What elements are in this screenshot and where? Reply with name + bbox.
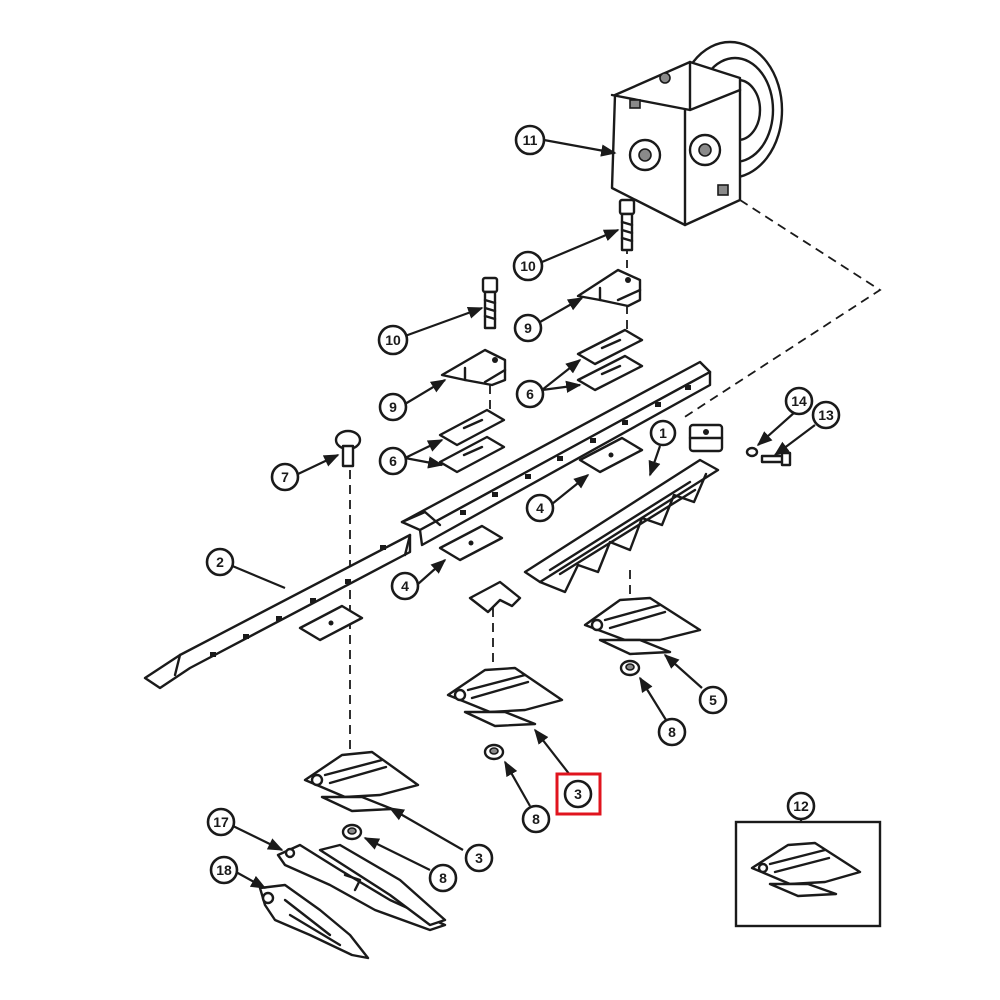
callout-6-lower: 6 (378, 446, 408, 476)
bolt-upper (618, 198, 636, 252)
callout-3-lower: 3 (464, 843, 494, 873)
guard-casting (258, 883, 370, 960)
carriage-bolt (334, 429, 362, 468)
guard-right (583, 596, 702, 656)
hold-down-clip-upper (576, 268, 642, 308)
svg-text:17: 17 (213, 814, 229, 830)
callout-10-lower: 10 (377, 324, 409, 356)
inset-box (734, 820, 882, 928)
svg-text:5: 5 (709, 692, 717, 708)
cutter-bar-angle (143, 360, 712, 690)
svg-text:4: 4 (401, 578, 409, 594)
callout-9-upper: 9 (513, 313, 543, 343)
shim-pair-upper (576, 328, 644, 392)
callout-9-lower: 9 (378, 392, 408, 422)
callout-5: 5 (698, 685, 728, 715)
svg-text:3: 3 (475, 850, 483, 866)
wear-plate-middle (438, 524, 504, 562)
shim-pair-lower (438, 408, 506, 474)
gearbox-housing (610, 40, 784, 227)
callout-1: 1 (649, 419, 677, 447)
leader-lines (229, 138, 816, 889)
nut-middle (483, 743, 505, 761)
wear-plate-right (578, 436, 644, 474)
guard-lower (303, 750, 420, 813)
callout-7: 7 (270, 462, 300, 492)
svg-text:8: 8 (532, 811, 540, 827)
knife-assembly (523, 423, 724, 594)
highlight-box (555, 772, 602, 816)
callout-14: 14 (784, 386, 814, 416)
callout-4-left: 4 (390, 571, 420, 601)
svg-text:10: 10 (385, 332, 401, 348)
callout-10-upper: 10 (512, 250, 544, 282)
svg-text:8: 8 (668, 724, 676, 740)
callout-8-middle: 8 (521, 804, 551, 834)
callout-6-upper: 6 (515, 379, 545, 409)
callout-4-right: 4 (525, 493, 555, 523)
svg-text:6: 6 (389, 453, 397, 469)
callout-11: 11 (514, 124, 546, 156)
guard-middle (446, 666, 564, 728)
svg-text:1: 1 (659, 425, 667, 441)
callout-2: 2 (205, 547, 235, 577)
svg-text:13: 13 (818, 407, 834, 423)
bolt-middle (481, 276, 499, 330)
svg-text:9: 9 (524, 320, 532, 336)
small-clip (468, 580, 522, 614)
callout-12: 12 (786, 791, 816, 821)
callout-3-highlighted: 3 (555, 772, 602, 816)
callout-13: 13 (811, 400, 841, 430)
svg-text:14: 14 (791, 393, 807, 409)
nut-right (619, 659, 641, 677)
nut-lower (341, 823, 363, 841)
svg-text:8: 8 (439, 870, 447, 886)
callout-18: 18 (209, 855, 239, 885)
guard-plate (276, 843, 447, 932)
svg-text:10: 10 (520, 258, 536, 274)
svg-text:9: 9 (389, 399, 397, 415)
callout-8-right: 8 (657, 717, 687, 747)
svg-text:7: 7 (281, 469, 289, 485)
wear-plate-left (298, 604, 364, 642)
svg-text:6: 6 (526, 386, 534, 402)
svg-text:11: 11 (523, 132, 538, 148)
svg-text:2: 2 (216, 554, 224, 570)
svg-text:18: 18 (216, 862, 232, 878)
callout-8-lower: 8 (428, 863, 458, 893)
svg-text:3: 3 (574, 786, 582, 802)
washer (745, 446, 759, 458)
svg-text:4: 4 (536, 500, 544, 516)
callout-17: 17 (206, 807, 236, 837)
hold-down-clip-lower (440, 348, 507, 387)
svg-text:12: 12 (793, 798, 809, 814)
